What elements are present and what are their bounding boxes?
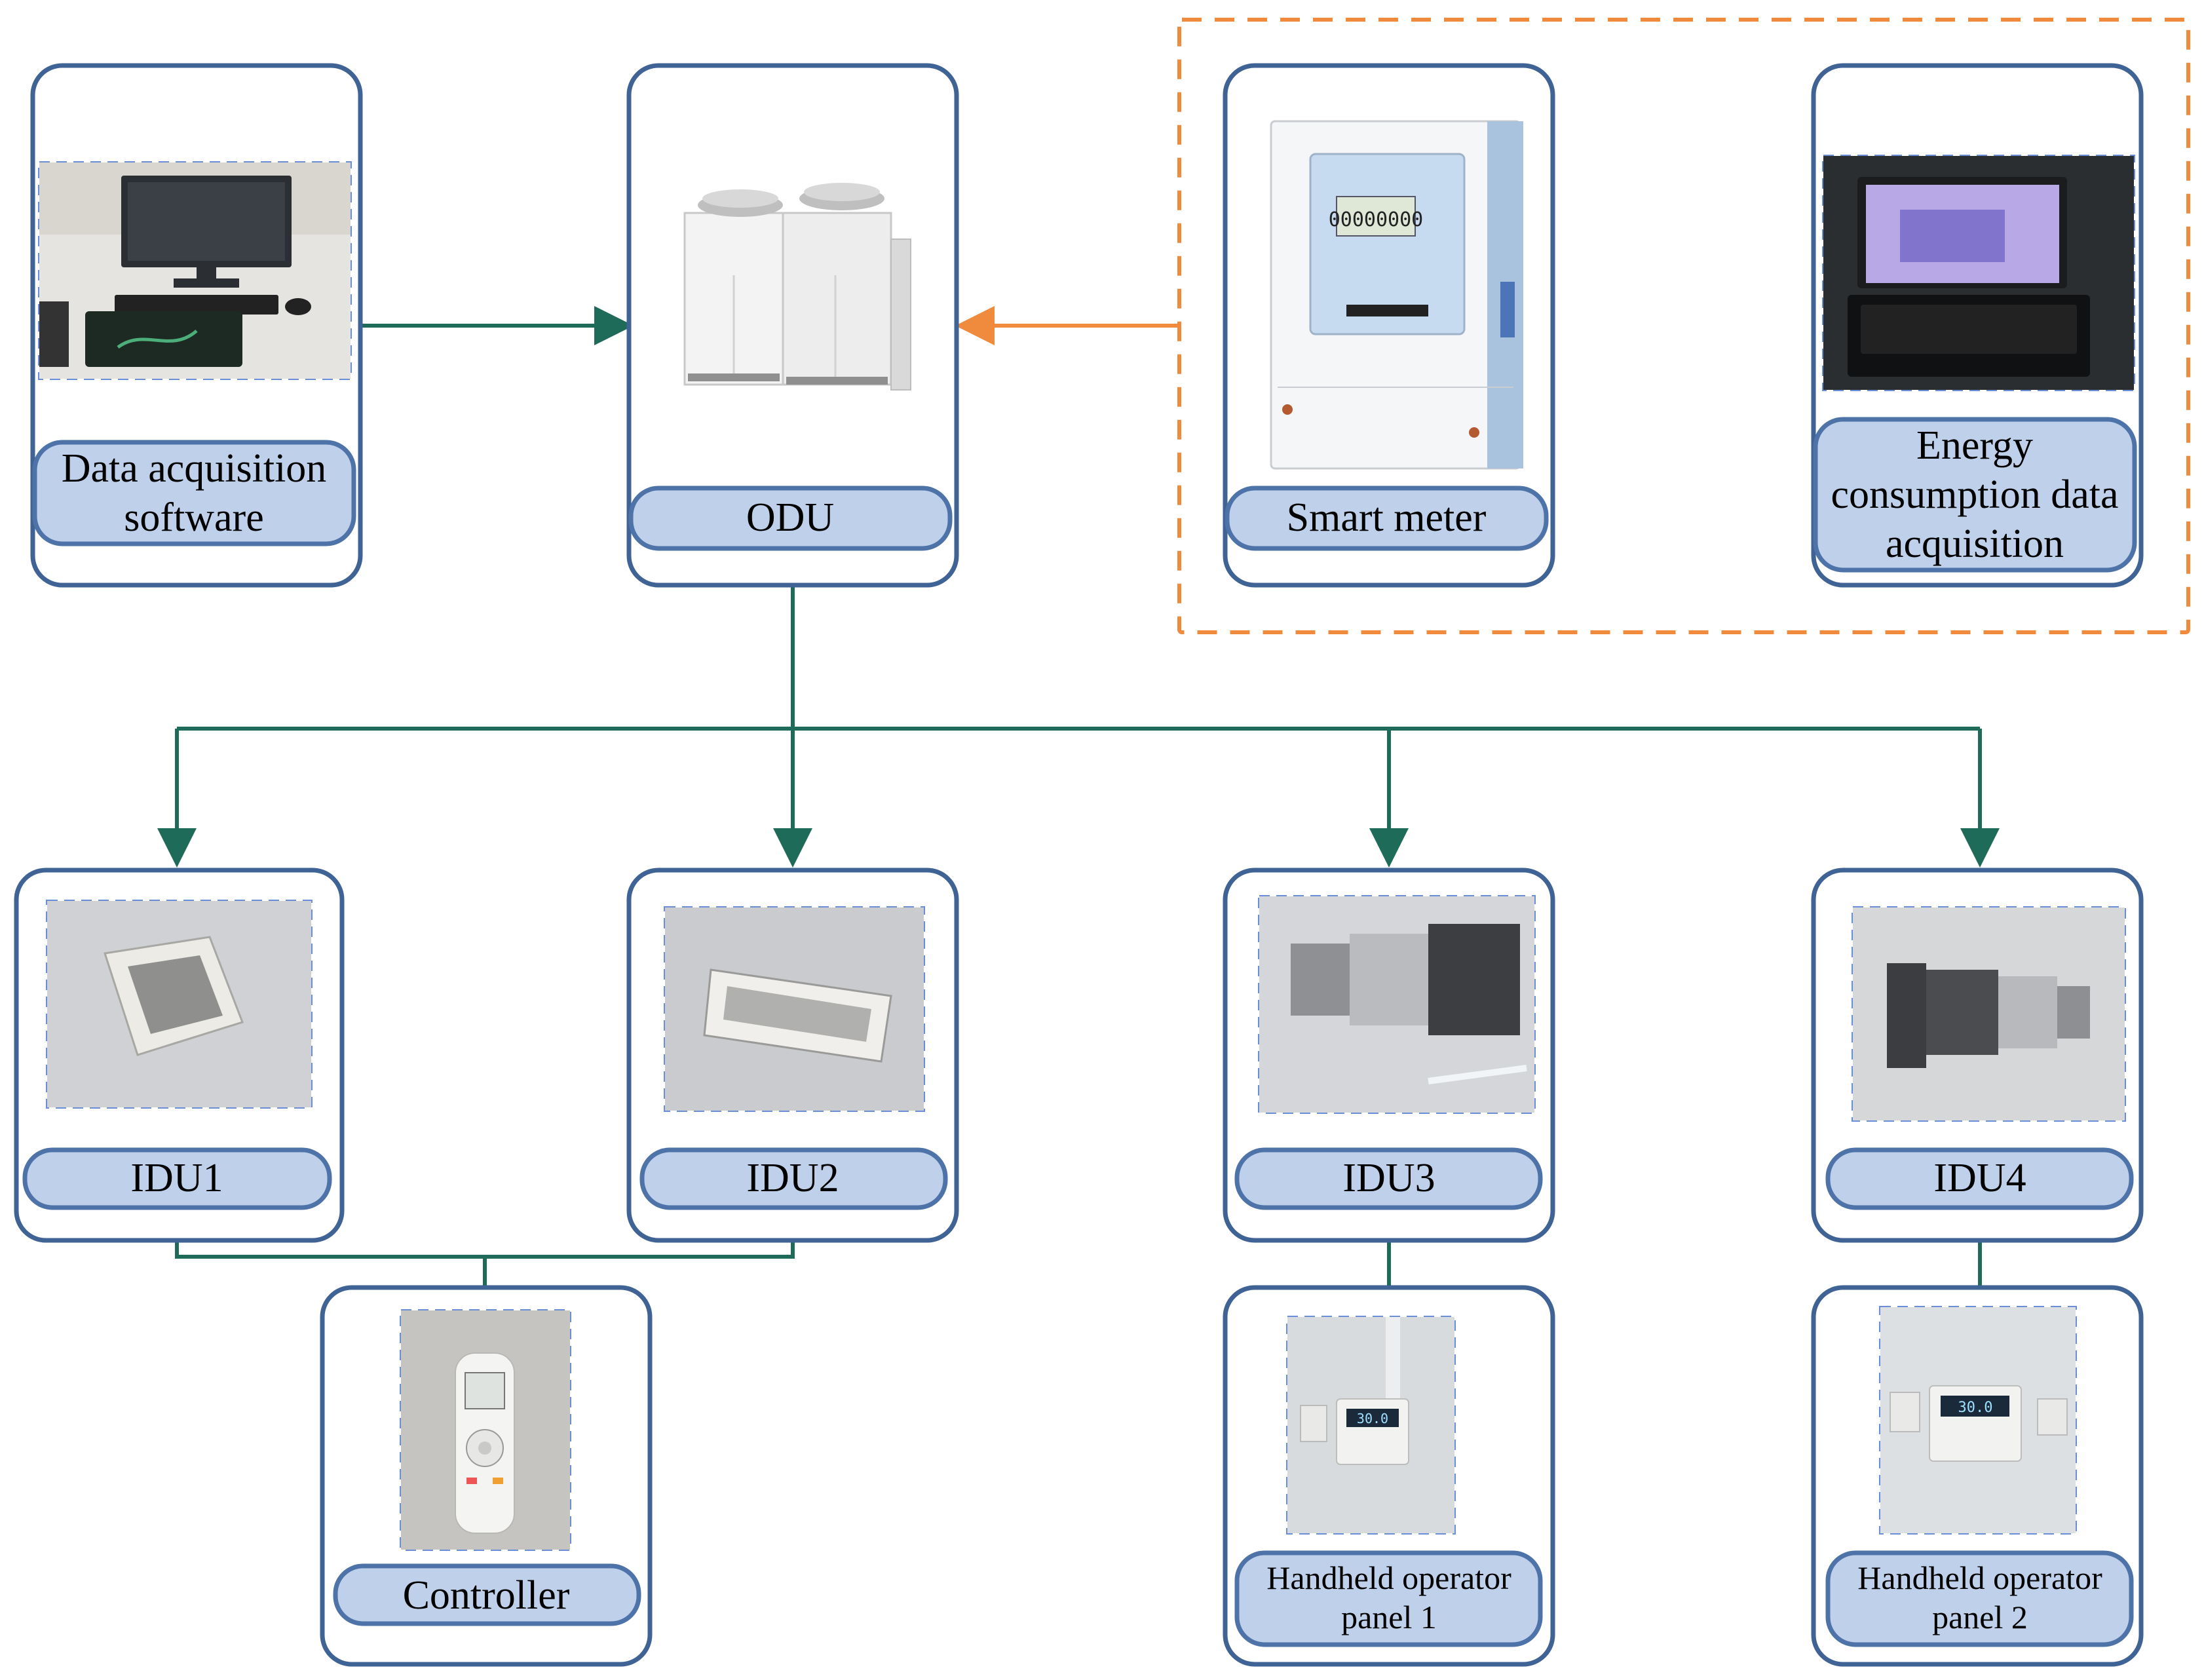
data-acquisition-software-node: Data acquisition software xyxy=(30,63,363,588)
energy-acquisition-text-3: acquisition xyxy=(1886,522,2064,566)
data-acquisition-software-text-2: software xyxy=(124,495,263,540)
idu2-label-text: IDU2 xyxy=(746,1156,839,1200)
handheld-panel-2-node: 30.0 Handheld operator panel 2 xyxy=(1811,1285,2144,1667)
smart-meter-label xyxy=(1225,486,1549,551)
idu4-label-text: IDU4 xyxy=(1933,1156,2026,1200)
wall-panel-icon-2: 30.0 xyxy=(1880,1307,2076,1533)
data-acquisition-software-text-1: Data acquisition xyxy=(62,446,327,491)
odu-label xyxy=(628,486,953,551)
panel-2-label-text-2: panel 2 xyxy=(1932,1599,2028,1635)
panel-1-display-text: 30.0 xyxy=(1357,1411,1388,1426)
idu2-node: IDU2 xyxy=(626,868,959,1243)
remote-controller-icon xyxy=(401,1310,570,1550)
controller-node: Controller xyxy=(320,1285,653,1667)
idu3-label-text: IDU3 xyxy=(1342,1156,1435,1200)
idu1-node: IDU1 xyxy=(14,868,345,1243)
ceiling-unit-icon xyxy=(665,907,924,1111)
odu-label-text: ODU xyxy=(746,495,834,540)
idu3-label xyxy=(1234,1147,1543,1210)
meter-display-text: 00000000 xyxy=(1329,208,1424,231)
desktop-computer-icon xyxy=(39,162,351,379)
connectors xyxy=(157,306,2000,1288)
panel-2-display-text: 30.0 xyxy=(1958,1400,1993,1416)
controller-label-text: Controller xyxy=(403,1573,570,1618)
energy-acquisition-text-2: consumption data xyxy=(1831,472,2118,517)
energy-acquisition-label xyxy=(1813,417,2137,573)
idu3-node: IDU3 xyxy=(1223,868,1555,1243)
ducted-unit-icon-1 xyxy=(1259,896,1534,1113)
idu1-label xyxy=(22,1147,332,1210)
wall-panel-icon-1: 30.0 xyxy=(1287,1317,1454,1533)
panel-2-label-text-1: Handheld operator xyxy=(1857,1559,2102,1596)
panel-1-label-text-2: panel 1 xyxy=(1341,1599,1437,1635)
outdoor-unit-icon xyxy=(683,183,911,391)
smart-meter-icon: 00000000 xyxy=(1270,120,1523,470)
panel-1-label-text-1: Handheld operator xyxy=(1266,1559,1511,1596)
energy-metering-group-boundary xyxy=(1177,18,2190,634)
panel-2-label xyxy=(1825,1550,2134,1647)
smart-meter-node: 00000000 Smart meter xyxy=(1223,63,1555,588)
idu1-label-text: IDU1 xyxy=(130,1156,223,1200)
idu12-to-controller-line xyxy=(175,1240,795,1259)
smart-meter-label-text: Smart meter xyxy=(1287,495,1487,540)
idu4-label xyxy=(1825,1147,2134,1210)
ducted-unit-icon-2 xyxy=(1853,907,2125,1120)
energy-acquisition-text-1: Energy xyxy=(1916,423,2033,468)
idu4-node: IDU4 xyxy=(1811,868,2144,1243)
laptop-icon xyxy=(1823,156,2134,390)
energy-consumption-acquisition-node: Energy consumption data acquisition xyxy=(1811,63,2144,588)
panel-1-label xyxy=(1234,1550,1543,1647)
data-acquisition-software-label xyxy=(32,440,356,546)
cassette-unit-icon xyxy=(47,901,311,1107)
idu2-label xyxy=(639,1147,948,1210)
odu-node: ODU xyxy=(626,63,959,588)
controller-label xyxy=(333,1563,641,1626)
handheld-panel-1-node: 30.0 Handheld operator panel 1 xyxy=(1223,1285,1555,1667)
